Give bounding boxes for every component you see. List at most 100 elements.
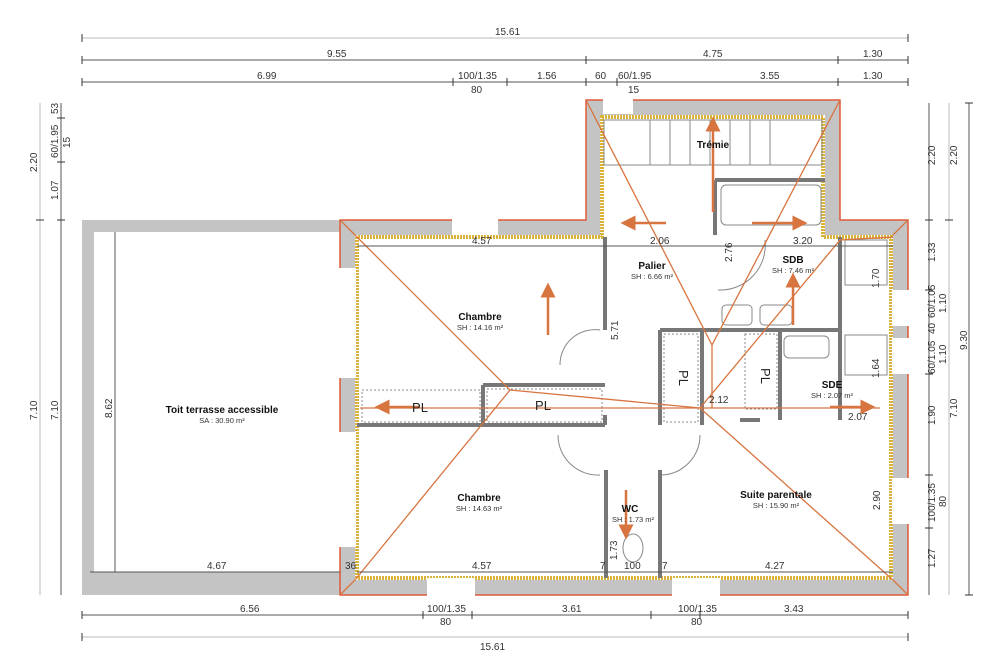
room-name-sde: SDE — [822, 380, 843, 391]
room-name-suite: Suite parentale — [740, 490, 812, 501]
slope-arrows — [374, 116, 876, 540]
room-area-suite: SH : 15.90 m² — [753, 501, 800, 510]
dim-left: 1.07 — [50, 180, 61, 200]
dim-bottom: 100/1.35 — [678, 604, 717, 615]
dim-interior: 2.90 — [872, 490, 883, 510]
left-dimensions: 2.20 7.10 53 60/1.95 15 1.07 7.10 — [29, 102, 73, 595]
dim-interior: 100 — [624, 561, 641, 572]
dim-interior: 7 — [662, 561, 668, 572]
dim-top: 9.55 — [327, 49, 347, 60]
dim-interior: 4.67 — [207, 561, 227, 572]
top-dimensions: 15.61 9.55 4.75 1.30 6.99 100/1.35 80 1.… — [81, 27, 909, 96]
shower — [844, 239, 888, 286]
room-name-terrasse: Toit terrasse accessible — [166, 405, 279, 416]
dim-right: 1.27 — [927, 548, 938, 568]
right-dimensions: 2.20 1.33 60/1.05 1.10 40 60/1.05 1.10 1… — [925, 102, 973, 596]
dim-interior: 2.06 — [650, 236, 670, 247]
room-name-chambre-1: Chambre — [458, 312, 502, 323]
closet-label: PL — [676, 370, 691, 386]
dim-bottom: 80 — [440, 617, 452, 628]
room-name-wc: WC — [622, 504, 639, 515]
dim-bottom: 6.56 — [240, 604, 260, 615]
dim-right: 60/1.05 — [927, 340, 938, 374]
dim-interior: 1.64 — [871, 358, 882, 378]
room-labels: Trémie Palier SH : 6.66 m² SDB SH : 7.46… — [166, 140, 854, 524]
closet-label: PL — [758, 368, 773, 384]
room-name-tremie: Trémie — [697, 140, 730, 151]
dim-interior: 1.70 — [871, 268, 882, 288]
room-area-sdb: SH : 7.46 m² — [772, 266, 815, 275]
dim-interior: 1.73 — [609, 540, 620, 560]
dim-right: 60/1.05 — [927, 284, 938, 318]
dim-left: 60/1.95 — [50, 124, 61, 158]
dim-right-total: 9.30 — [959, 330, 970, 350]
sink — [721, 304, 753, 326]
dim-interior: 2.07 — [848, 412, 868, 423]
dim-interior: 2.76 — [724, 242, 735, 262]
dim-top: 15 — [628, 85, 640, 96]
room-area-wc: SH : 1.73 m² — [612, 515, 655, 524]
room-area-chambre-2: SH : 14.63 m² — [456, 504, 503, 513]
dim-top: 60/1.95 — [618, 71, 652, 82]
interior-dimensions: 4.57 5.71 2.06 2.76 3.20 1.70 1.64 2.12 … — [90, 232, 893, 573]
dim-right: 1.90 — [927, 405, 938, 425]
door-swing — [557, 434, 601, 476]
room-name-palier: Palier — [638, 261, 665, 272]
dim-right: 1.10 — [938, 293, 949, 313]
room-name-sdb: SDB — [782, 255, 803, 266]
dim-right: 100/1.35 — [927, 483, 938, 522]
bathtub — [720, 184, 822, 226]
dim-right: 1.10 — [938, 344, 949, 364]
dim-top: 4.75 — [703, 49, 723, 60]
dim-right: 1.33 — [927, 242, 938, 262]
dim-interior: 4.27 — [765, 561, 785, 572]
dim-top: 80 — [471, 85, 483, 96]
dim-left: 2.20 — [29, 152, 40, 172]
dim-top: 6.99 — [257, 71, 277, 82]
roof-lines — [339, 99, 909, 596]
dim-right: 40 — [927, 322, 938, 334]
dim-bottom: 80 — [691, 617, 703, 628]
interior-walls — [357, 119, 888, 578]
dim-interior: 36 — [345, 561, 357, 572]
dim-top-total: 15.61 — [495, 27, 520, 38]
dim-right: 7.10 — [949, 398, 960, 418]
dim-bottom: 3.61 — [562, 604, 582, 615]
dim-top: 1.30 — [863, 49, 883, 60]
dim-left: 7.10 — [29, 400, 40, 420]
sink — [759, 304, 793, 326]
closet — [663, 333, 699, 423]
dim-left: 53 — [50, 102, 61, 114]
bottom-dimensions: 6.56 100/1.35 80 3.61 100/1.35 80 3.43 1… — [81, 604, 909, 653]
room-area-terrasse: SA : 30.90 m² — [199, 416, 245, 425]
dim-right: 2.20 — [927, 145, 938, 165]
door-swing — [661, 434, 701, 476]
closet-label: PL — [535, 398, 551, 413]
dim-right: 80 — [938, 495, 949, 507]
dim-interior: 5.71 — [610, 320, 621, 340]
dim-interior: 8.62 — [104, 398, 115, 418]
shower — [844, 334, 888, 376]
dim-top: 1.30 — [863, 71, 883, 82]
dim-interior: 2.12 — [709, 395, 729, 406]
dim-bottom: 100/1.35 — [427, 604, 466, 615]
dim-bottom-total: 15.61 — [480, 642, 505, 653]
dim-interior: 4.57 — [472, 236, 492, 247]
room-area-sde: SH : 2.07 m² — [811, 391, 854, 400]
dim-top: 100/1.35 — [458, 71, 497, 82]
dim-top: 60 — [595, 71, 607, 82]
door-swing — [559, 329, 601, 366]
dim-right: 2.20 — [949, 145, 960, 165]
door-swing — [717, 239, 766, 291]
sink — [783, 335, 830, 359]
room-area-palier: SH : 6.66 m² — [631, 272, 674, 281]
dim-interior: 4.57 — [472, 561, 492, 572]
dim-bottom: 3.43 — [784, 604, 804, 615]
toilet — [622, 533, 644, 563]
dim-top: 3.55 — [760, 71, 780, 82]
dim-left: 15 — [62, 136, 73, 148]
dim-interior: 7 — [600, 561, 606, 572]
room-name-chambre-2: Chambre — [457, 493, 501, 504]
closet-label: PL — [412, 400, 428, 415]
